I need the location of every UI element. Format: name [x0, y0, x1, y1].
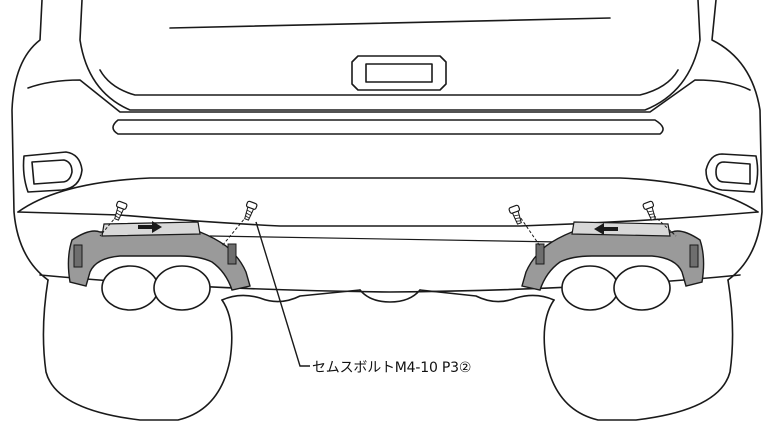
callout-label: セムスボルトM4-10 P3② [312, 360, 472, 376]
direction-arrow-icon [594, 223, 618, 235]
screw-bolt-icon [114, 200, 128, 221]
right-reflector [705, 153, 759, 193]
bumper-top [27, 79, 751, 113]
undercarriage-right [419, 289, 555, 303]
tailgate-handle [351, 55, 447, 91]
left-reflector-inner [31, 159, 73, 185]
undercarriage-left [221, 289, 361, 303]
tailgate-crease-line [169, 17, 611, 29]
screw-bolt-icon [244, 200, 258, 221]
bolt-guide-line [517, 213, 541, 247]
tailgate-handle-inner [365, 63, 433, 83]
body-right-side [711, 0, 763, 281]
undercarriage-center [359, 289, 421, 303]
bumper-top-line-2 [112, 119, 664, 135]
screw-bolt-icon [508, 204, 522, 225]
bumper-valance-line [17, 211, 759, 227]
mount-guide-rail [209, 235, 561, 243]
callout-leader-line [255, 221, 310, 367]
left-tire [42, 279, 233, 421]
right-exhaust-finisher [521, 221, 705, 311]
right-reflector-inner [715, 161, 751, 185]
tailgate-outline [79, 0, 701, 111]
body-left-side [11, 0, 49, 281]
left-reflector [22, 151, 83, 193]
screw-bolt-icon [642, 200, 656, 221]
direction-arrow-icon [138, 221, 162, 233]
bumper-lower-contour [17, 177, 759, 213]
left-exhaust-finisher [67, 221, 251, 311]
right-tire [543, 279, 734, 421]
tailgate-inner-line [99, 69, 679, 96]
